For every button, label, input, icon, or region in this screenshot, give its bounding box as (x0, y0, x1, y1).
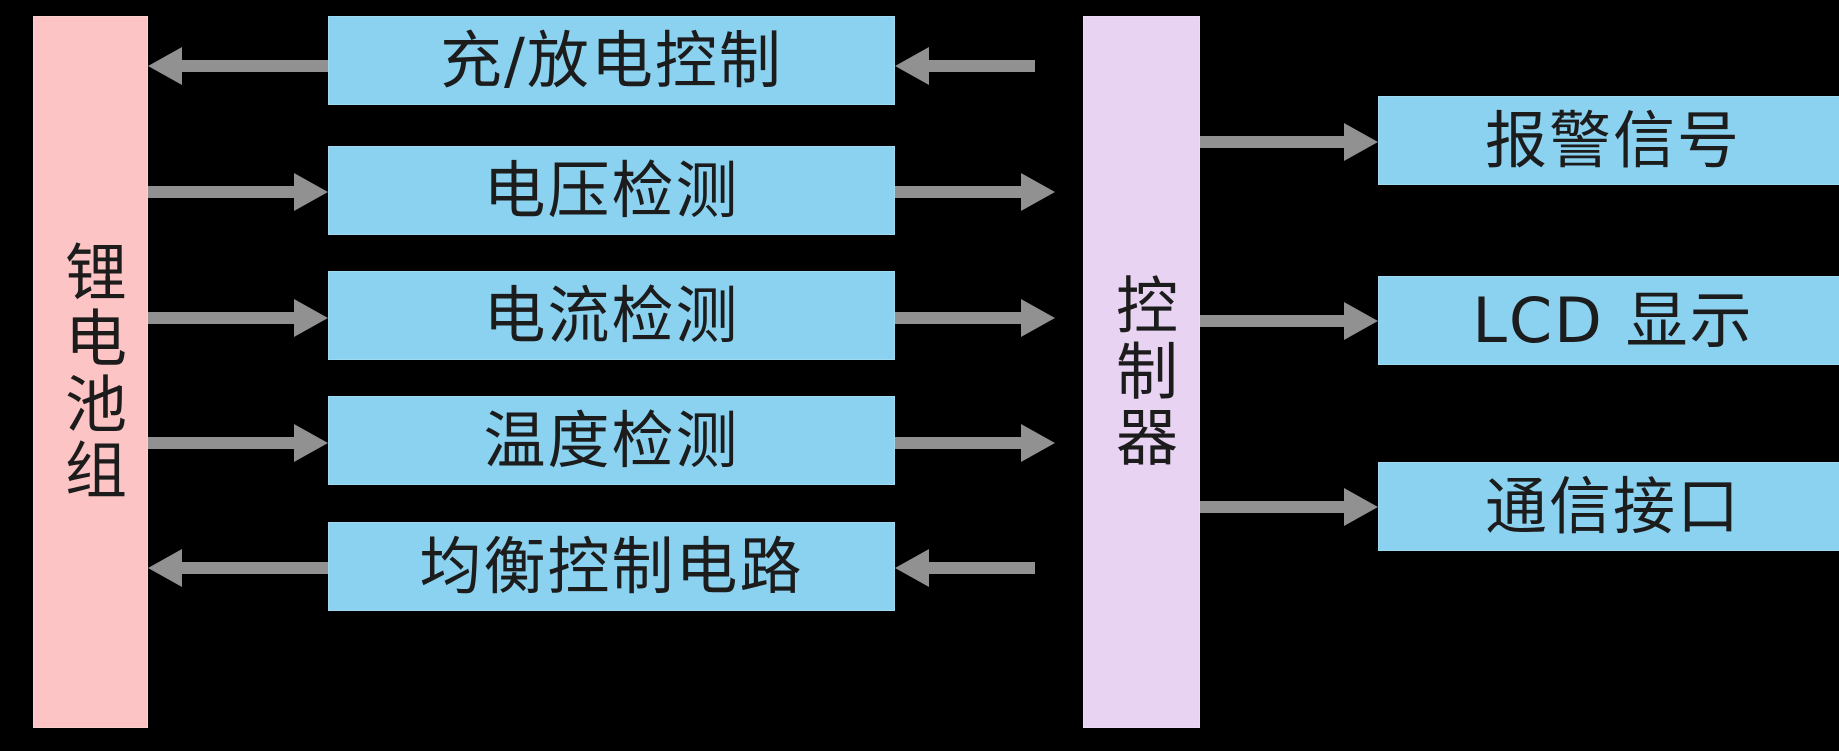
arrow-shaft (148, 186, 302, 198)
node-battery-pack[interactable]: 锂电池组 (33, 16, 148, 728)
arrow-shaft (895, 437, 1029, 449)
arrow-head-right-icon (1344, 302, 1378, 340)
arrow-head-left-icon (148, 549, 182, 587)
arrow-shaft (895, 186, 1029, 198)
arrow-head-right-icon (1021, 173, 1055, 211)
node-lcd-display[interactable]: LCD 显示 (1378, 276, 1839, 365)
arrow-shaft (174, 60, 328, 72)
node-charge-discharge-control[interactable]: 充/放电控制 (328, 16, 895, 105)
node-balancing-control-circuit[interactable]: 均衡控制电路 (328, 522, 895, 611)
arrow-shaft (921, 562, 1035, 574)
arrow-head-right-icon (1021, 299, 1055, 337)
node-communication-interface[interactable]: 通信接口 (1378, 462, 1839, 551)
arrow-shaft (921, 60, 1035, 72)
node-alarm-signal[interactable]: 报警信号 (1378, 96, 1839, 185)
arrow-shaft (148, 437, 302, 449)
arrow-shaft (1200, 315, 1352, 327)
arrow-head-right-icon (1344, 123, 1378, 161)
arrow-shaft (895, 312, 1029, 324)
arrow-head-right-icon (1021, 424, 1055, 462)
arrow-shaft (174, 562, 328, 574)
node-voltage-detection[interactable]: 电压检测 (328, 146, 895, 235)
node-temperature-detection[interactable]: 温度检测 (328, 396, 895, 485)
arrow-head-left-icon (895, 47, 929, 85)
arrow-head-left-icon (148, 47, 182, 85)
node-controller[interactable]: 控制器 (1083, 16, 1200, 728)
arrow-head-right-icon (294, 424, 328, 462)
node-current-detection[interactable]: 电流检测 (328, 271, 895, 360)
arrow-shaft (1200, 501, 1352, 513)
arrow-head-left-icon (895, 549, 929, 587)
arrow-shaft (148, 312, 302, 324)
arrow-head-right-icon (1344, 488, 1378, 526)
arrow-shaft (1200, 136, 1352, 148)
arrow-head-right-icon (294, 299, 328, 337)
arrow-head-right-icon (294, 173, 328, 211)
